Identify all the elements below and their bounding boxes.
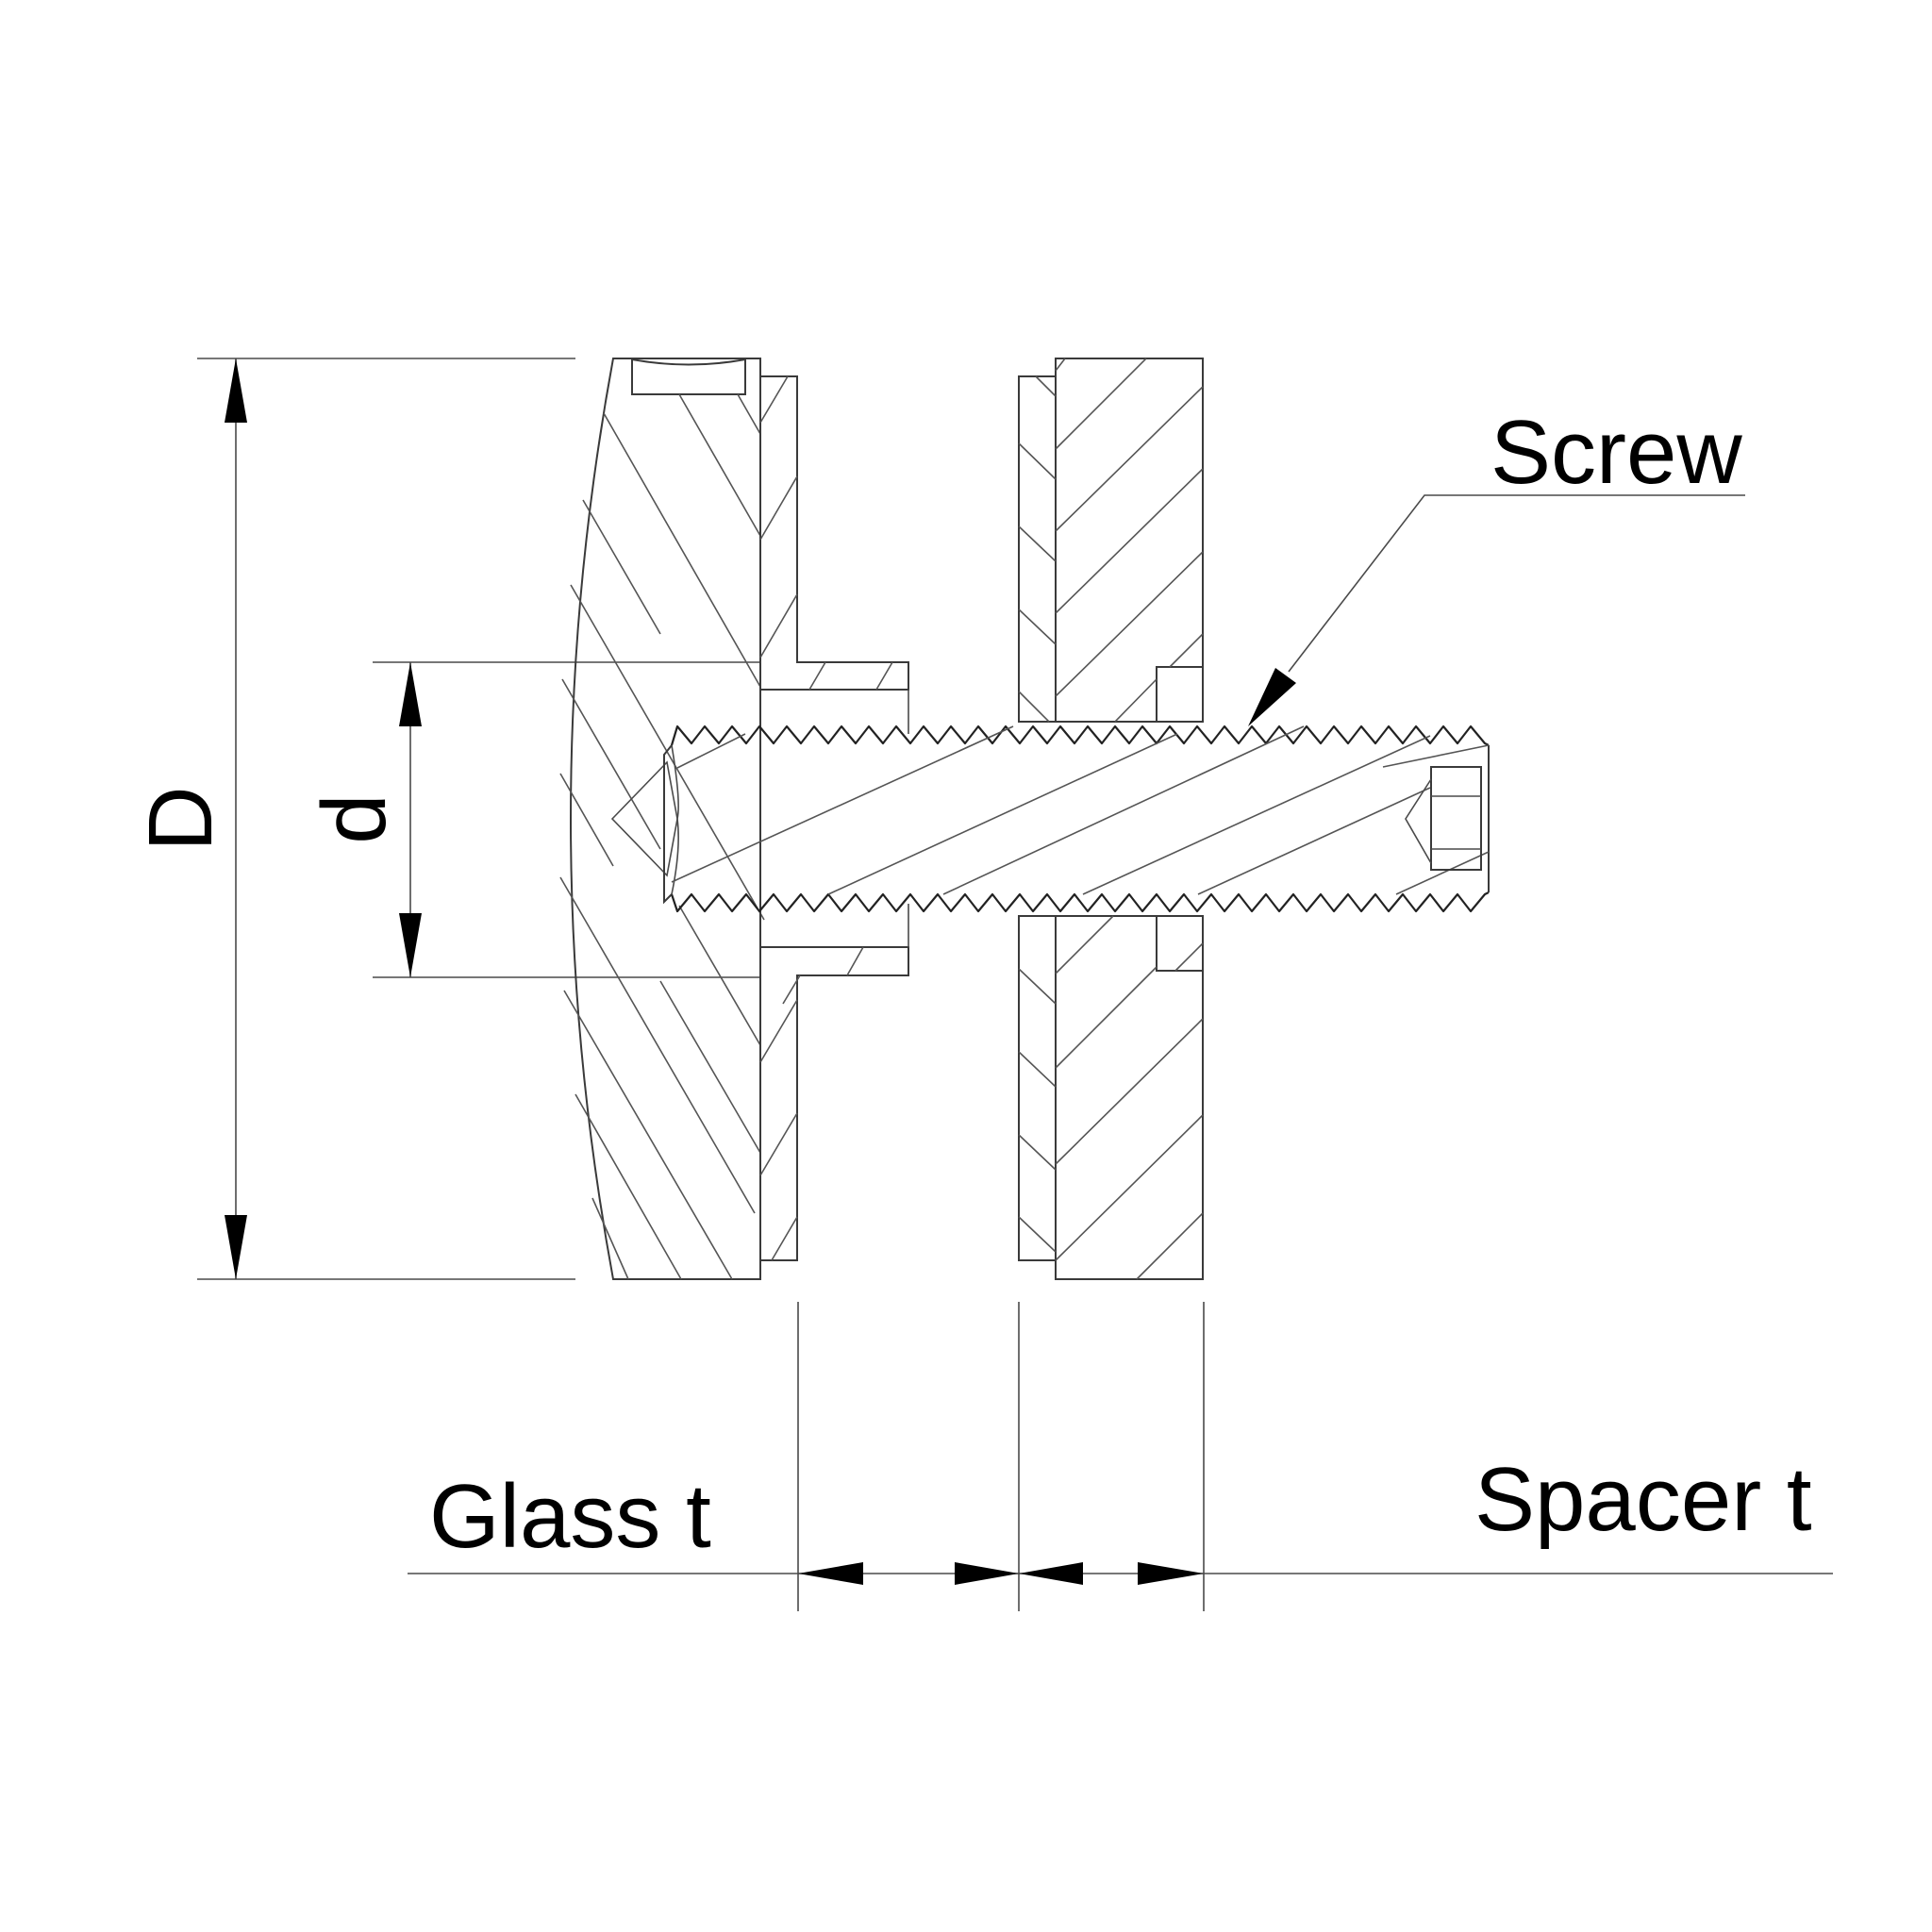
label-screw: Screw bbox=[1491, 402, 1742, 503]
arrow-left-icon bbox=[798, 1562, 863, 1585]
thread-top bbox=[670, 724, 1490, 746]
cap-hatch bbox=[559, 393, 765, 1280]
arrow-left-icon bbox=[1019, 1562, 1083, 1585]
arrow-right-icon bbox=[955, 1562, 1019, 1585]
arrow-down-icon bbox=[225, 1215, 247, 1279]
left-plate bbox=[759, 375, 909, 1261]
arrow-up-icon bbox=[225, 358, 247, 423]
label-D: D bbox=[130, 786, 231, 851]
thickness-dimensions: Glass t Spacer t bbox=[408, 1302, 1833, 1611]
spacer bbox=[1018, 358, 1204, 1280]
arrow-right-icon bbox=[1138, 1562, 1204, 1585]
dimension-D: D bbox=[130, 358, 575, 1280]
leader-arrow-icon bbox=[1248, 668, 1296, 726]
thread-bottom bbox=[670, 891, 1490, 913]
hex-socket-icon bbox=[1405, 766, 1482, 871]
drill-point bbox=[610, 760, 678, 877]
dimension-d: d bbox=[304, 661, 759, 978]
arrow-up-icon bbox=[399, 662, 422, 726]
label-glass-thickness: Glass t bbox=[429, 1466, 711, 1567]
arrow-down-icon bbox=[399, 913, 422, 977]
screw-callout: Screw bbox=[1248, 402, 1745, 726]
cap-head bbox=[559, 358, 765, 1280]
label-spacer-thickness: Spacer t bbox=[1474, 1449, 1812, 1550]
screw bbox=[663, 724, 1490, 913]
label-d: d bbox=[304, 793, 405, 843]
